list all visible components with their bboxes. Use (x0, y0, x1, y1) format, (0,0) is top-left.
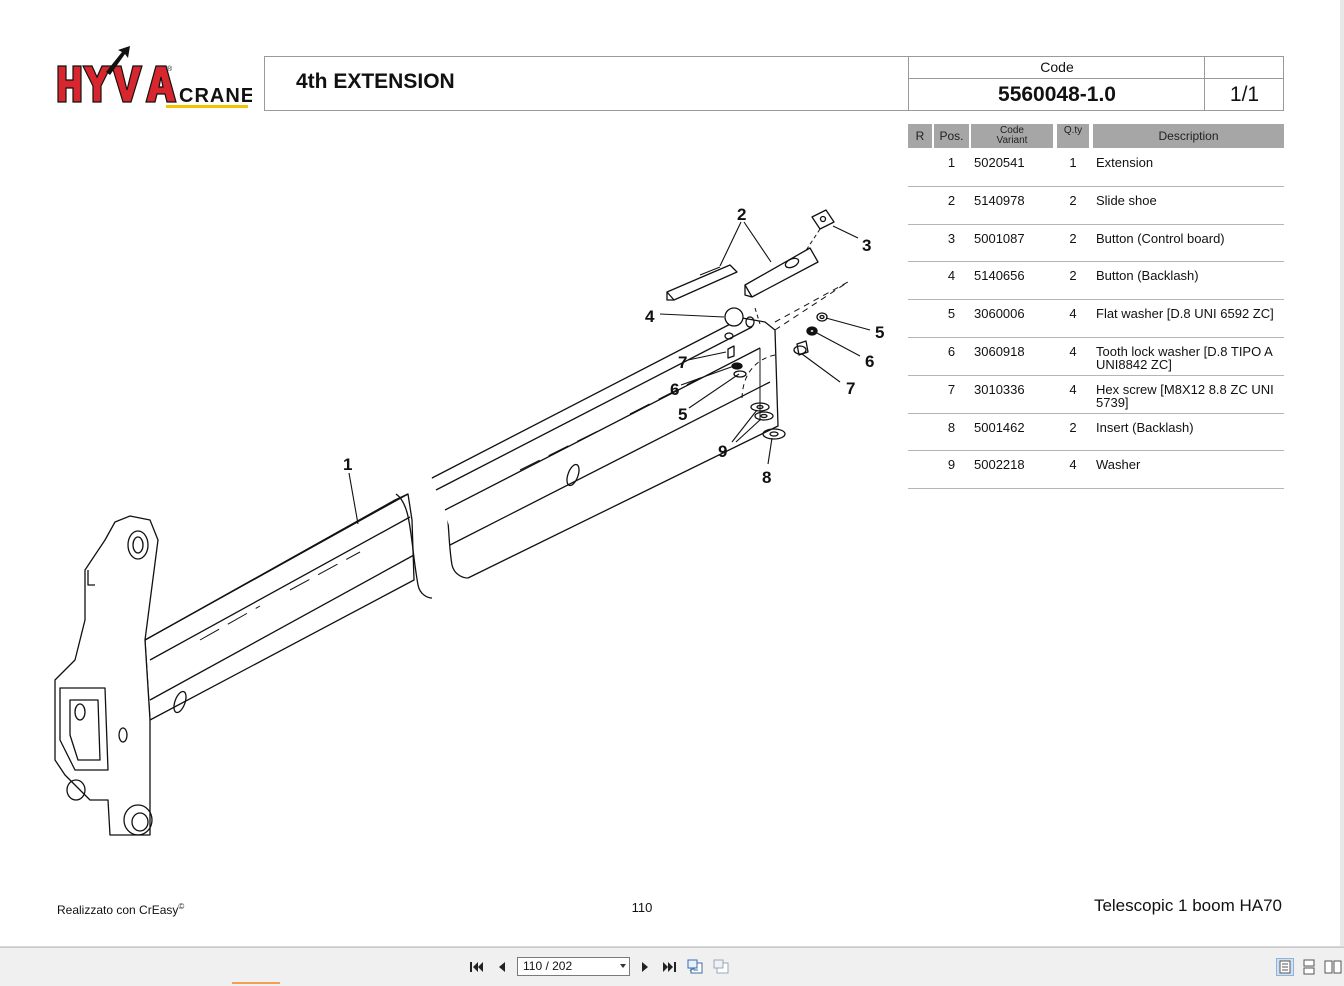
code-block: Code 5560048-1.0 (908, 57, 1205, 110)
table-row: 1 5020541 1 Extension (908, 149, 1284, 187)
cell-code-variant: 5140656 (974, 268, 1025, 284)
cell-description: Tooth lock washer [D.8 TIPO A UNI8842 ZC… (1096, 343, 1273, 372)
exploded-parts-drawing: 1 2 3 4 5 6 7 7 6 5 9 8 (54, 205, 884, 836)
made-with-text: Realizzato con CrEasy (57, 903, 179, 917)
cell-qty: 2 (1069, 268, 1077, 284)
next-page-icon[interactable] (636, 958, 654, 976)
page-number-select[interactable]: 110 / 202 (517, 957, 630, 976)
table-row: 9 5002218 4 Washer (908, 451, 1284, 490)
continuous-view-icon[interactable] (1300, 958, 1318, 976)
callout-1: 1 (343, 455, 352, 474)
document-name: Telescopic 1 boom HA70 (1093, 896, 1282, 915)
col-header-description: Description (1093, 124, 1284, 148)
chevron-down-icon (620, 964, 626, 968)
page-title: 4th EXTENSION (296, 70, 455, 93)
callout-3: 3 (862, 236, 871, 255)
page-indicator-text: 110 / 202 (523, 959, 573, 973)
logo-underline (166, 105, 248, 108)
cell-description: Button (Control board) (1096, 230, 1225, 246)
parts-table-header: R Pos. Code Variant Q.ty Description (908, 124, 1284, 149)
cell-description: Flat washer [D.8 UNI 6592 ZC] (1096, 306, 1274, 322)
cell-code-variant: 3010336 (974, 381, 1025, 397)
cell-description: Washer (1096, 457, 1141, 473)
callout-4: 4 (645, 307, 655, 326)
viewer-toolbar: 110 / 202 (0, 947, 1344, 986)
callout-2: 2 (737, 205, 746, 224)
hyva-crane-logo: ® CRANE (57, 46, 252, 108)
cell-pos: 6 (947, 343, 956, 359)
cell-qty: 4 (1069, 457, 1077, 473)
callout-6-right: 6 (865, 352, 874, 371)
facing-view-icon[interactable] (1324, 958, 1342, 976)
cell-code-variant: 5140978 (974, 192, 1025, 208)
prev-page-icon[interactable] (493, 958, 511, 976)
toolbar-accent-strip (232, 982, 280, 984)
cell-pos: 8 (947, 419, 956, 435)
callout-7-right: 7 (846, 379, 855, 398)
cell-description: Hex screw [M8X12 8.8 ZC UNI 5739] (1096, 381, 1274, 410)
table-row: 3 5001087 2 Button (Control board) (908, 225, 1284, 263)
footer-page-number: 110 (631, 900, 653, 915)
cell-qty: 1 (1069, 155, 1077, 170)
table-row: 6 3060918 4 Tooth lock washer [D.8 TIPO A U… (908, 338, 1284, 376)
sheet-top-cell (1205, 57, 1284, 79)
callout-8: 8 (762, 468, 771, 487)
single-page-view-icon[interactable] (1276, 958, 1294, 976)
table-row: 8 5001462 2 Insert (Backlash) (908, 414, 1284, 452)
code-label: Code (909, 57, 1205, 79)
code-value: 5560048-1.0 (998, 83, 1116, 106)
last-page-icon[interactable] (660, 958, 678, 976)
callout-7-left: 7 (678, 353, 687, 372)
cell-pos: 7 (947, 381, 956, 397)
document-page: ® CRANE 4th EXTENSION Code 5560048-1.0 1… (0, 0, 1341, 946)
col-header-pos: Pos. (934, 124, 969, 148)
cell-code-variant: 3060006 (974, 306, 1025, 322)
title-block: 4th EXTENSION Code 5560048-1.0 1/1 (264, 56, 1284, 111)
callout-5-right: 5 (875, 323, 884, 342)
sheet-block: 1/1 (1204, 57, 1284, 110)
cell-description: Slide shoe (1096, 192, 1157, 208)
made-with-label: Realizzato con CrEasy© (57, 902, 184, 917)
go-back-view-icon[interactable] (686, 958, 704, 976)
cell-code-variant: 3060918 (974, 343, 1025, 359)
cell-qty: 4 (1069, 381, 1077, 397)
cell-code-variant: 5020541 (974, 155, 1025, 170)
cell-description: Button (Backlash) (1096, 268, 1199, 284)
parts-table-body: 1 5020541 1 Extension 2 5140978 2 Slide shoe 3 50… (908, 149, 1284, 490)
cell-qty: 4 (1069, 306, 1077, 322)
cell-code-variant: 5002218 (974, 457, 1025, 473)
cell-pos: 4 (947, 268, 956, 284)
cell-code-variant: 5001462 (974, 419, 1025, 435)
cell-description: Insert (Backlash) (1096, 419, 1194, 435)
table-row: 7 3010336 4 Hex screw [M8X12 8.8 ZC UNI 573… (908, 376, 1284, 414)
go-forward-view-icon[interactable] (712, 958, 730, 976)
callout-6-left: 6 (670, 380, 679, 399)
registered-mark: ® (167, 65, 173, 73)
cell-pos: 3 (947, 230, 956, 246)
parts-table: R Pos. Code Variant Q.ty Description 1 50… (908, 124, 1284, 490)
cell-qty: 4 (1069, 343, 1077, 359)
cell-code-variant: 5001087 (974, 230, 1025, 246)
col-header-r: R (908, 124, 932, 148)
table-row: 2 5140978 2 Slide shoe (908, 187, 1284, 225)
logo-crane-text: CRANE (179, 85, 252, 107)
cell-description: Extension (1096, 155, 1154, 170)
cell-pos: 5 (947, 306, 956, 322)
cell-pos: 9 (947, 457, 956, 473)
col-header-qty: Q.ty (1057, 124, 1089, 148)
col-header-code-variant: Code Variant (971, 124, 1053, 148)
cell-qty: 2 (1069, 230, 1077, 246)
sheet-number: 1/1 (1229, 83, 1260, 106)
cell-pos: 1 (947, 155, 956, 170)
callout-9: 9 (718, 442, 727, 461)
cell-pos: 2 (947, 192, 956, 208)
first-page-icon[interactable] (468, 958, 486, 976)
table-row: 5 3060006 4 Flat washer [D.8 UNI 6592 ZC] (908, 300, 1284, 338)
copyright-mark: © (178, 902, 185, 911)
table-row: 4 5140656 2 Button (Backlash) (908, 262, 1284, 301)
vertical-scrollbar[interactable] (1340, 0, 1344, 946)
callout-5-left: 5 (678, 405, 687, 424)
cell-qty: 2 (1069, 192, 1077, 208)
cell-qty: 2 (1069, 419, 1077, 435)
